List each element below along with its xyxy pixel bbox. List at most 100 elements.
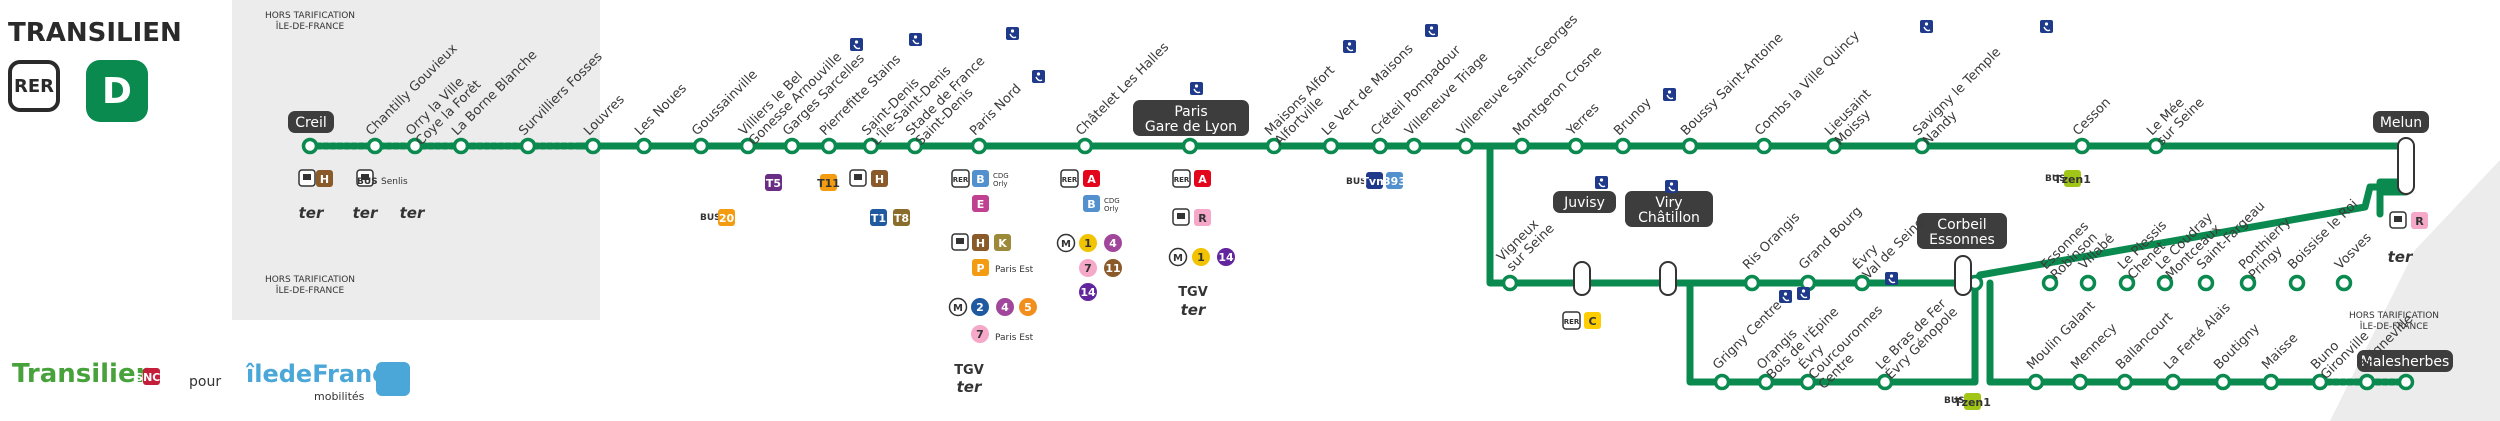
stop-9[interactable] bbox=[783, 137, 801, 155]
stop-bot-7[interactable] bbox=[2116, 373, 2134, 391]
stop-bot-10[interactable] bbox=[2262, 373, 2280, 391]
terminus-creil[interactable] bbox=[288, 111, 334, 133]
rer-a-gdl bbox=[1194, 170, 1211, 187]
tram-t11-text: T11 bbox=[817, 177, 840, 190]
stop-17[interactable] bbox=[1371, 137, 1389, 155]
rer-icon-gdl bbox=[1172, 169, 1191, 188]
metro-1-chatelet bbox=[1079, 234, 1097, 252]
terminus-malesherbes[interactable] bbox=[2357, 350, 2453, 372]
stop-22[interactable] bbox=[1614, 137, 1632, 155]
stop-14[interactable] bbox=[1076, 137, 1094, 155]
stop-mid-11[interactable] bbox=[2288, 274, 2306, 292]
stop-mid-4[interactable] bbox=[1853, 274, 1871, 292]
bus-393 bbox=[1386, 172, 1403, 189]
stop-8[interactable] bbox=[739, 137, 757, 155]
stop-bot-8[interactable] bbox=[2164, 373, 2182, 391]
stop-malesherbes[interactable] bbox=[2397, 373, 2415, 391]
rer-b-chatelet-text: B bbox=[1087, 198, 1095, 211]
stop-19[interactable] bbox=[1457, 137, 1475, 155]
stop-7[interactable] bbox=[692, 137, 710, 155]
metro-5-text: 5 bbox=[1024, 301, 1032, 314]
stop-bot-4[interactable] bbox=[1876, 373, 1894, 391]
rer-icon-chatelet bbox=[1060, 169, 1079, 188]
metro-icon-gdl-text: M bbox=[1173, 253, 1183, 264]
rer-icon-paris-nord bbox=[951, 169, 970, 188]
stop-mid-2[interactable] bbox=[1743, 274, 1761, 292]
stop-mid-6[interactable] bbox=[2079, 274, 2097, 292]
stop-23[interactable] bbox=[1681, 137, 1699, 155]
stop-15[interactable] bbox=[1265, 137, 1283, 155]
stop-bot-1[interactable] bbox=[1713, 373, 1731, 391]
stop-bot-9[interactable] bbox=[2214, 373, 2232, 391]
stop-creil[interactable] bbox=[301, 137, 319, 155]
metro-11 bbox=[1104, 259, 1122, 277]
stop-mid-12[interactable] bbox=[2335, 274, 2353, 292]
stop-bot-3[interactable] bbox=[1799, 373, 1817, 391]
station-label-top-15: Maisons AlfortAlfortville bbox=[1262, 63, 1348, 149]
station-label-mid-1: Vigneuxsur Seine bbox=[1494, 211, 1557, 274]
stop-26[interactable] bbox=[1913, 137, 1931, 155]
stop-mid-5[interactable] bbox=[2041, 274, 2059, 292]
stop-5[interactable] bbox=[584, 137, 602, 155]
stop-16[interactable] bbox=[1322, 137, 1340, 155]
rer-c-juvisy bbox=[1584, 312, 1601, 329]
stop-11[interactable] bbox=[862, 137, 880, 155]
line-k-paris-nord-text: K bbox=[998, 237, 1007, 250]
line-r-gdl bbox=[1194, 209, 1211, 226]
stop-2[interactable] bbox=[406, 137, 424, 155]
stop-6[interactable] bbox=[635, 137, 653, 155]
metro-14-chatelet-text: 14 bbox=[1080, 286, 1096, 299]
stop-24[interactable] bbox=[1755, 137, 1773, 155]
terminus-viry-chatillon[interactable] bbox=[1625, 191, 1713, 227]
tram-t8 bbox=[893, 209, 910, 226]
stop-13[interactable] bbox=[970, 137, 988, 155]
stop-bot-2[interactable] bbox=[1757, 373, 1775, 391]
terminus-corbeil-essonnes[interactable] bbox=[1917, 213, 2007, 249]
station-label-top-6: Les Noues bbox=[632, 81, 690, 139]
stop-paris-gare-de-lyon[interactable] bbox=[1181, 137, 1199, 155]
stop-27[interactable] bbox=[2073, 137, 2091, 155]
stop-12[interactable] bbox=[906, 137, 924, 155]
tram-t5-text: T5 bbox=[766, 177, 781, 190]
rer-a-chatelet bbox=[1083, 170, 1100, 187]
stop-bot-11[interactable] bbox=[2311, 373, 2329, 391]
stop-mid-10[interactable] bbox=[2239, 274, 2257, 292]
stop-bot-6[interactable] bbox=[2071, 373, 2089, 391]
stop-3[interactable] bbox=[452, 137, 470, 155]
line-r-melun-text: R bbox=[2415, 215, 2424, 228]
tvm-icon bbox=[1366, 172, 1383, 189]
stop-bot-12[interactable] bbox=[2358, 373, 2376, 391]
metro-icon-paris-nord bbox=[948, 297, 968, 317]
tram-t1 bbox=[870, 209, 887, 226]
line-h-saint-denis-text: H bbox=[875, 173, 884, 186]
rer-b-paris-nord bbox=[972, 170, 989, 187]
terminus-melun-label: Melun bbox=[2380, 115, 2422, 131]
terminus-juvisy[interactable] bbox=[1553, 191, 1616, 213]
stop-18[interactable] bbox=[1405, 137, 1423, 155]
stop-mid-9[interactable] bbox=[2197, 274, 2215, 292]
rer-badge: RER bbox=[8, 60, 60, 112]
stop-10[interactable] bbox=[820, 137, 838, 155]
terminus-creil-label: Creil bbox=[295, 115, 327, 131]
stop-mid-7[interactable] bbox=[2118, 274, 2136, 292]
terminus-melun[interactable] bbox=[2373, 111, 2429, 133]
bus-icon-chantilly: BUS bbox=[357, 177, 378, 187]
stop-4[interactable] bbox=[519, 137, 537, 155]
stop-25[interactable] bbox=[1825, 137, 1843, 155]
terminus-paris-gare-de-lyon[interactable] bbox=[1133, 100, 1249, 136]
metro-14-chatelet bbox=[1079, 283, 1097, 301]
ter-icon-orry: ter bbox=[400, 204, 426, 222]
stop-28[interactable] bbox=[2147, 137, 2165, 155]
stop-mid-8[interactable] bbox=[2156, 274, 2174, 292]
tram-t5 bbox=[765, 174, 782, 191]
stop-21[interactable] bbox=[1567, 137, 1585, 155]
station-label-top-22: Brunoy bbox=[1611, 95, 1655, 139]
stop-1[interactable] bbox=[366, 137, 384, 155]
tram-t11 bbox=[820, 174, 837, 191]
stop-20[interactable] bbox=[1513, 137, 1531, 155]
stop-bot-5[interactable] bbox=[2027, 373, 2045, 391]
stop-mid-1[interactable] bbox=[1501, 274, 1519, 292]
